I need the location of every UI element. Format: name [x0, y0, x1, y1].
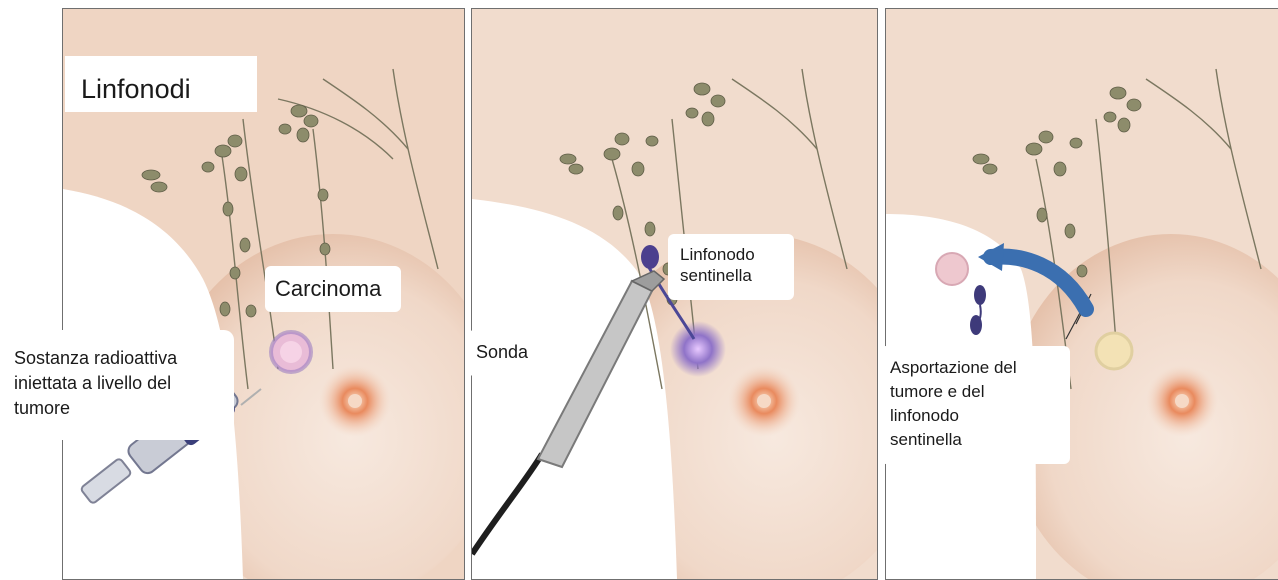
label-asport-line-4: sentinella [890, 428, 1070, 452]
label-sonda: Sonda [468, 330, 551, 376]
label-linfonodo-line-1: Linfonodo [680, 244, 794, 265]
label-linfonodo-sentinella: Linfonodo sentinella [668, 234, 794, 300]
label-sostanza-radioattiva: Sostanza radioattiva iniettata a livello… [0, 330, 234, 440]
label-linfonodo-line-2: sentinella [680, 265, 794, 286]
label-asport-line-3: linfonodo [890, 404, 1070, 428]
label-linfonodi-text: Linfonodi [81, 74, 191, 104]
label-asportazione: Asportazione del tumore e del linfonodo … [880, 346, 1070, 464]
label-sostanza-line-1: Sostanza radioattiva [14, 346, 234, 371]
tumor-site [1096, 333, 1132, 369]
label-sostanza-line-2: iniettata a livello del [14, 371, 234, 396]
label-carcinoma-text: Carcinoma [275, 276, 381, 301]
tumor [271, 332, 311, 372]
panel-removal [885, 8, 1278, 580]
label-carcinoma: Carcinoma [265, 266, 401, 312]
panel-removal-drawing [886, 9, 1278, 579]
sentinel-node [641, 245, 659, 269]
label-linfonodi: Linfonodi [65, 56, 257, 112]
label-asport-line-1: Asportazione del [890, 356, 1070, 380]
label-sostanza-line-3: tumore [14, 396, 234, 421]
label-asport-line-2: tumore e del [890, 380, 1070, 404]
tumor-glow [670, 321, 726, 377]
label-sonda-text: Sonda [476, 342, 528, 362]
